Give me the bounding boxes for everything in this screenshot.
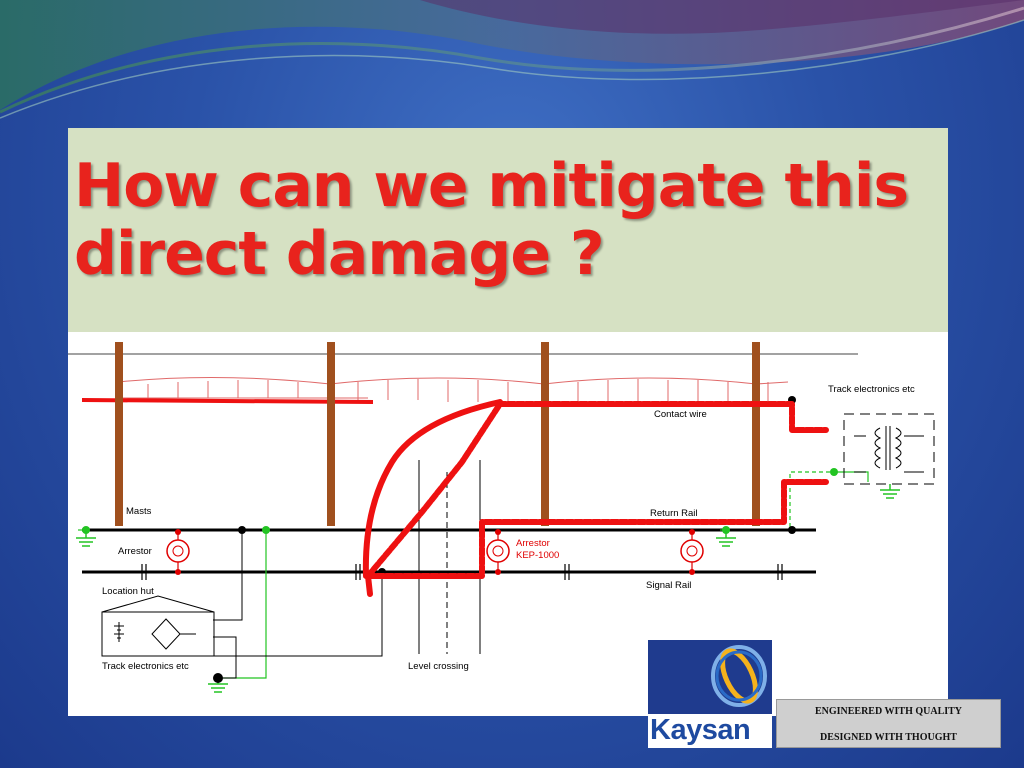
slide-title: How can we mitigate this direct damage ? [74, 151, 909, 289]
label-kep-model: KEP-1000 [516, 550, 559, 561]
contact-wire-left [81, 398, 374, 404]
location-hut [101, 595, 215, 657]
company-name: Kaysan [650, 714, 751, 746]
masts [115, 342, 760, 526]
earth-symbol-right [880, 484, 900, 499]
tagline-line-1: ENGINEERED WITH QUALITY [814, 706, 963, 717]
mast-3 [541, 342, 549, 526]
arrestor-symbol-kep [486, 529, 510, 575]
mast-4 [752, 342, 760, 526]
label-track-electronics-bottom: Track electronics etc [102, 661, 189, 672]
catenary-wire [117, 376, 789, 402]
label-location-hut: Location hut [102, 586, 154, 597]
railway-surge-diagram: Track electronics etc Contact wire Masts… [68, 342, 935, 693]
label-arrestor-left: Arrestor [118, 546, 152, 557]
label-track-electronics-top: Track electronics etc [828, 384, 915, 395]
header-swoosh-decoration [0, 0, 1024, 119]
label-level-crossing: Level crossing [408, 661, 469, 672]
label-contact-wire: Contact wire [654, 409, 707, 420]
logo-word-background [648, 714, 772, 748]
tagline-line-2: DESIGNED WITH THOUGHT [820, 732, 957, 743]
kaysan-orbit-logo-icon [711, 645, 767, 707]
label-masts: Masts [126, 506, 152, 517]
transformer-track-electronics [843, 413, 935, 485]
label-return-rail: Return Rail [650, 508, 698, 519]
battery-icon [114, 622, 124, 642]
diagram-panel: Track electronics etc Contact wire Masts… [68, 332, 948, 716]
title-box: How can we mitigate this direct damage ? [68, 128, 948, 332]
bridge-rectifier-icon [151, 618, 196, 650]
company-logo: Kaysan [648, 640, 772, 748]
arrestor-symbol-left [166, 529, 190, 575]
surge-path [362, 399, 829, 597]
earth-nodes [82, 468, 838, 534]
insulated-joints [141, 564, 783, 580]
mast-1 [115, 342, 123, 526]
mast-2 [327, 342, 335, 526]
arrestor-symbol-right [680, 529, 704, 575]
hut-wiring [138, 530, 383, 679]
label-signal-rail: Signal Rail [646, 580, 691, 591]
label-arrestor-kep: Arrestor [516, 538, 550, 549]
earth-symbols [76, 484, 900, 693]
tagline-box: ENGINEERED WITH QUALITY DESIGNED WITH TH… [776, 699, 1001, 748]
level-crossing [418, 460, 481, 654]
